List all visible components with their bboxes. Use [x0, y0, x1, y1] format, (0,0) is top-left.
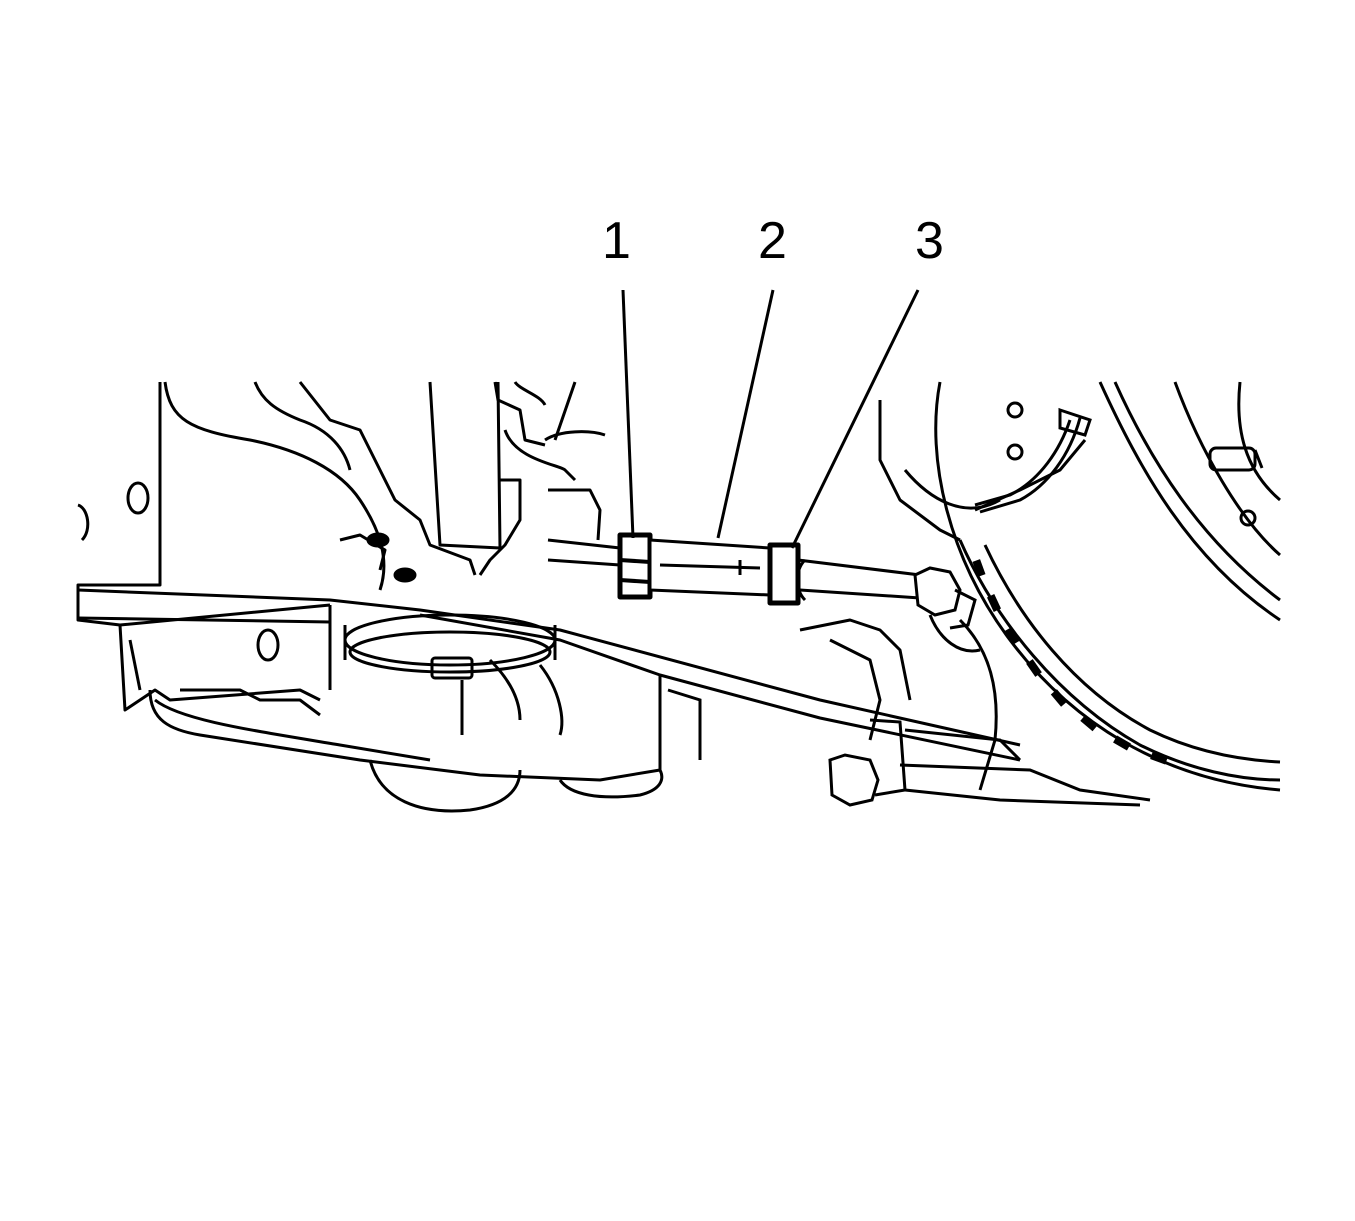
steering-knuckle [799, 400, 1087, 791]
tie-rod-assembly [547, 532, 921, 606]
lower-bolt [828, 718, 1151, 807]
leader-line-1 [621, 289, 635, 539]
lower-rollers [368, 675, 702, 813]
callout-label-3: 3 [915, 212, 944, 270]
leader-line-3 [790, 289, 920, 549]
leader-line-2 [716, 289, 775, 539]
callout-label-2: 2 [758, 212, 787, 270]
left-body-structure [76, 381, 606, 627]
callout-label-1: 1 [602, 212, 631, 270]
lower-control-arm [77, 588, 1021, 782]
arm-bushing [343, 613, 564, 736]
tie-rod-nut [913, 566, 981, 653]
callout-leaders [621, 289, 920, 549]
rotor-vents [972, 559, 1168, 765]
brake-line [974, 407, 1092, 514]
